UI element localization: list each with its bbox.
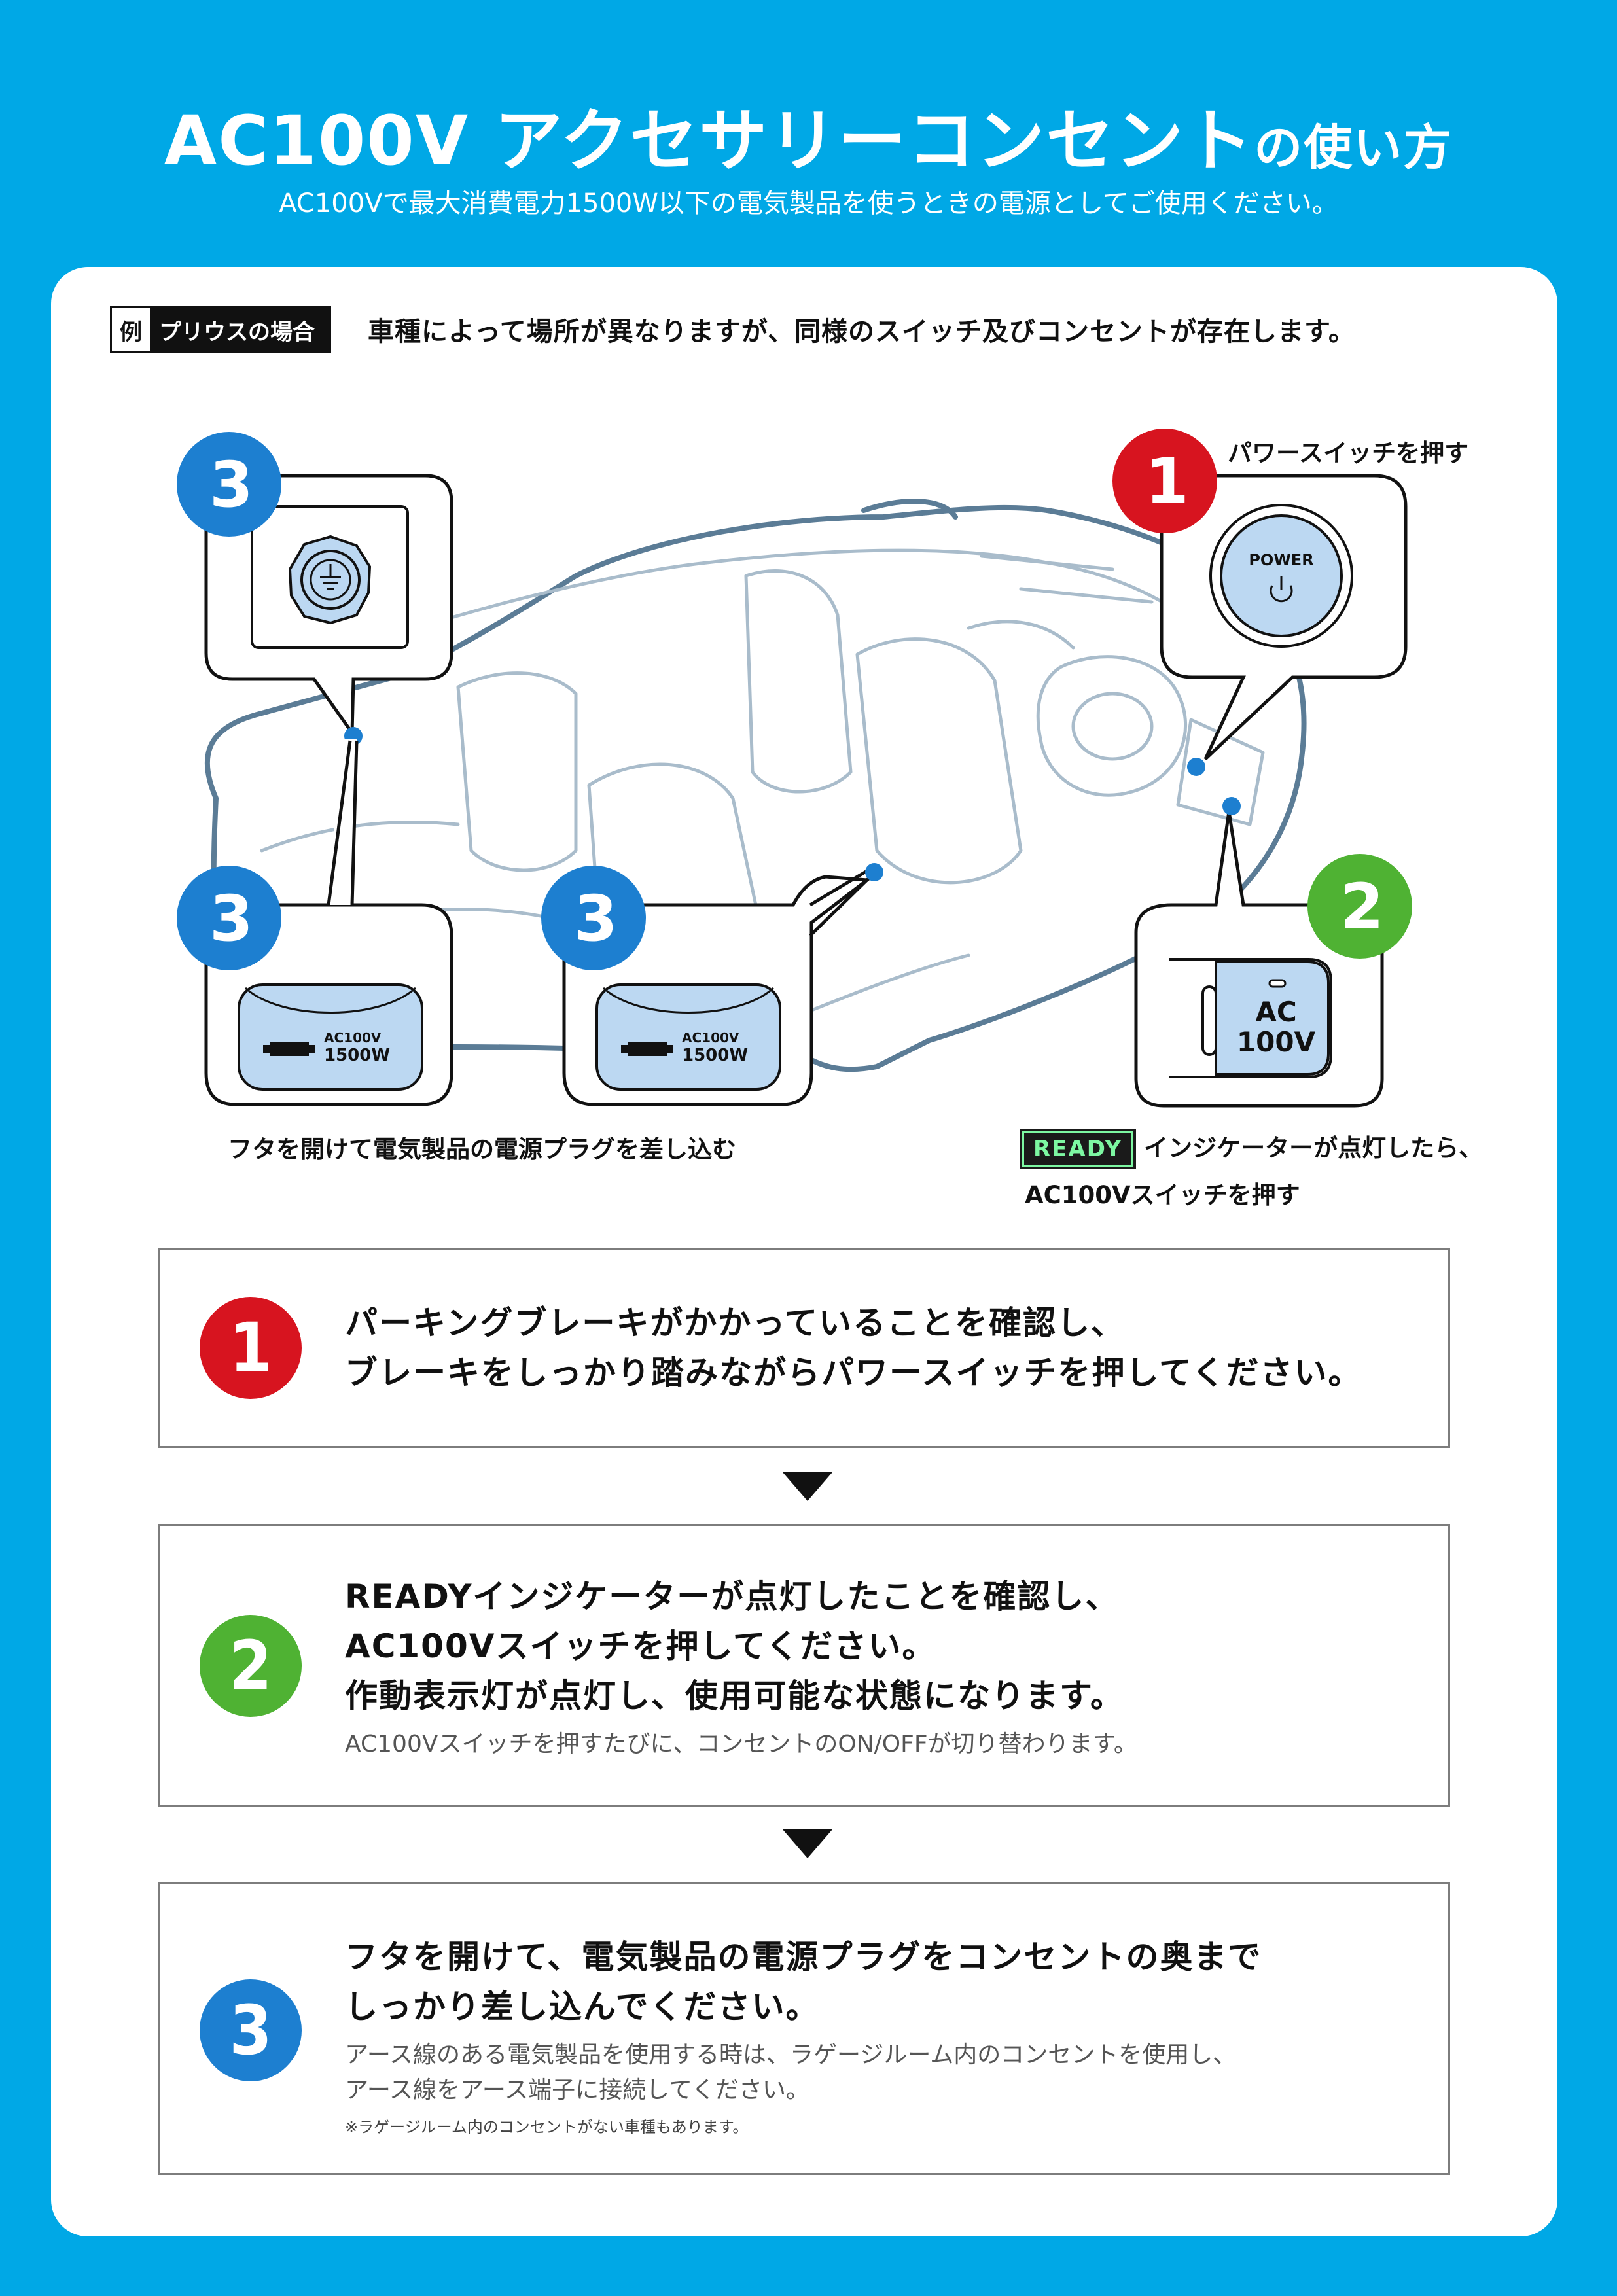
- example-tag: 例 プリウスの場合: [110, 306, 331, 353]
- step-3-note: ※ラゲージルーム内のコンセントがない車種もあります。: [345, 2118, 749, 2136]
- badge-3-ground-text: 3: [209, 448, 253, 521]
- badge-2-ac: [1307, 854, 1412, 959]
- step-1-box: 1 パーキングブレーキがかかっていることを確認し、 ブレーキをしっかり踏みながら…: [158, 1248, 1450, 1448]
- badge-3-rear-text: 3: [209, 882, 253, 955]
- badge-3-console: [541, 866, 646, 970]
- badge-1-power-text: 1: [1145, 445, 1189, 518]
- badge-3-ground: [177, 432, 281, 537]
- step-3-sub-line1: アース線のある電気製品を使用する時は、ラゲージルーム内のコンセントを使用し、: [345, 2041, 1237, 2068]
- page-title: AC100V アクセサリーコンセントの使い方: [0, 85, 1617, 184]
- console-outlet-marker: [865, 863, 883, 881]
- title-main: AC100V アクセサリーコンセント: [164, 101, 1254, 181]
- example-tag-label: プリウスの場合: [150, 308, 329, 351]
- step-3-line1: フタを開けて、電気製品の電源プラグをコンセントの奥まで: [345, 1938, 1262, 1976]
- example-note: 車種によって場所が異なりますが、同様のスイッチ及びコンセントが存在します。: [368, 317, 1355, 347]
- step-1-line1: パーキングブレーキがかかっていることを確認し、: [345, 1304, 1125, 1342]
- ready-caption-line2: AC100Vスイッチを押す: [1025, 1181, 1300, 1209]
- badge-3-rear: [177, 866, 281, 970]
- outlet-console-text-1: AC100V: [682, 1030, 739, 1046]
- power-switch-marker: [1187, 758, 1205, 776]
- step-3-line2: しっかり差し込んでください。: [345, 1988, 820, 2026]
- callout-ac-switch: [1134, 811, 1384, 1108]
- outlet-rear-text-1: AC100V: [324, 1030, 382, 1046]
- outlet-rear-text-2: 1500W: [324, 1046, 391, 1065]
- step-2-box: 2 READYインジケーターが点灯したことを確認し、 AC100Vスイッチを押し…: [158, 1524, 1450, 1807]
- callout-outlet-rear: [204, 739, 453, 1106]
- power-switch-label: パワースイッチを押す: [1228, 439, 1469, 467]
- ready-indicator-badge: READY: [1019, 1129, 1137, 1169]
- page-subtitle: AC100Vで最大消費電力1500W以下の電気製品を使うときの電源としてご使用く…: [279, 188, 1338, 219]
- callout-power-switch: [1160, 474, 1408, 760]
- step-2-line1: READYインジケーターが点灯したことを確認し、: [345, 1578, 1120, 1616]
- step-2-badge: 2: [200, 1615, 302, 1717]
- step-3-box: 3 フタを開けて、電気製品の電源プラグをコンセントの奥まで しっかり差し込んでく…: [158, 1882, 1450, 2175]
- example-tag-rei: 例: [112, 308, 150, 351]
- outlet-console-text-2: 1500W: [682, 1046, 749, 1065]
- badge-3-console-text: 3: [574, 882, 618, 955]
- power-button-text: POWER: [1249, 551, 1314, 569]
- step-1-badge: 1: [200, 1297, 302, 1399]
- step-2-line3: 作動表示灯が点灯し、使用可能な状態になります。: [345, 1677, 1124, 1715]
- arrow-down-icon: [783, 1472, 832, 1501]
- title-suffix: の使い方: [1254, 120, 1453, 176]
- ready-caption-line1: インジケーターが点灯したら、: [1144, 1134, 1484, 1162]
- step-3-sub-line2: アース線をアース端子に接続してください。: [345, 2077, 809, 2104]
- badge-2-ac-text: 2: [1340, 870, 1384, 944]
- arrow-down-icon: [783, 1829, 832, 1858]
- ac-switch-marker: [1222, 797, 1241, 815]
- outlet-caption: フタを開けて電気製品の電源プラグを差し込む: [228, 1135, 736, 1163]
- step-2-sub: AC100Vスイッチを押すたびに、コンセントのON/OFFが切り替わります。: [345, 1731, 1137, 1757]
- step-3-badge: 3: [200, 1979, 302, 2081]
- step-2-line2: AC100Vスイッチを押してください。: [345, 1627, 936, 1665]
- step-1-line2: ブレーキをしっかり踏みながらパワースイッチを押してください。: [345, 1354, 1362, 1392]
- badge-1-power: [1112, 429, 1217, 533]
- ac-switch-text-2: 100V: [1236, 1026, 1316, 1058]
- ac-switch-text-1: AC: [1255, 996, 1297, 1028]
